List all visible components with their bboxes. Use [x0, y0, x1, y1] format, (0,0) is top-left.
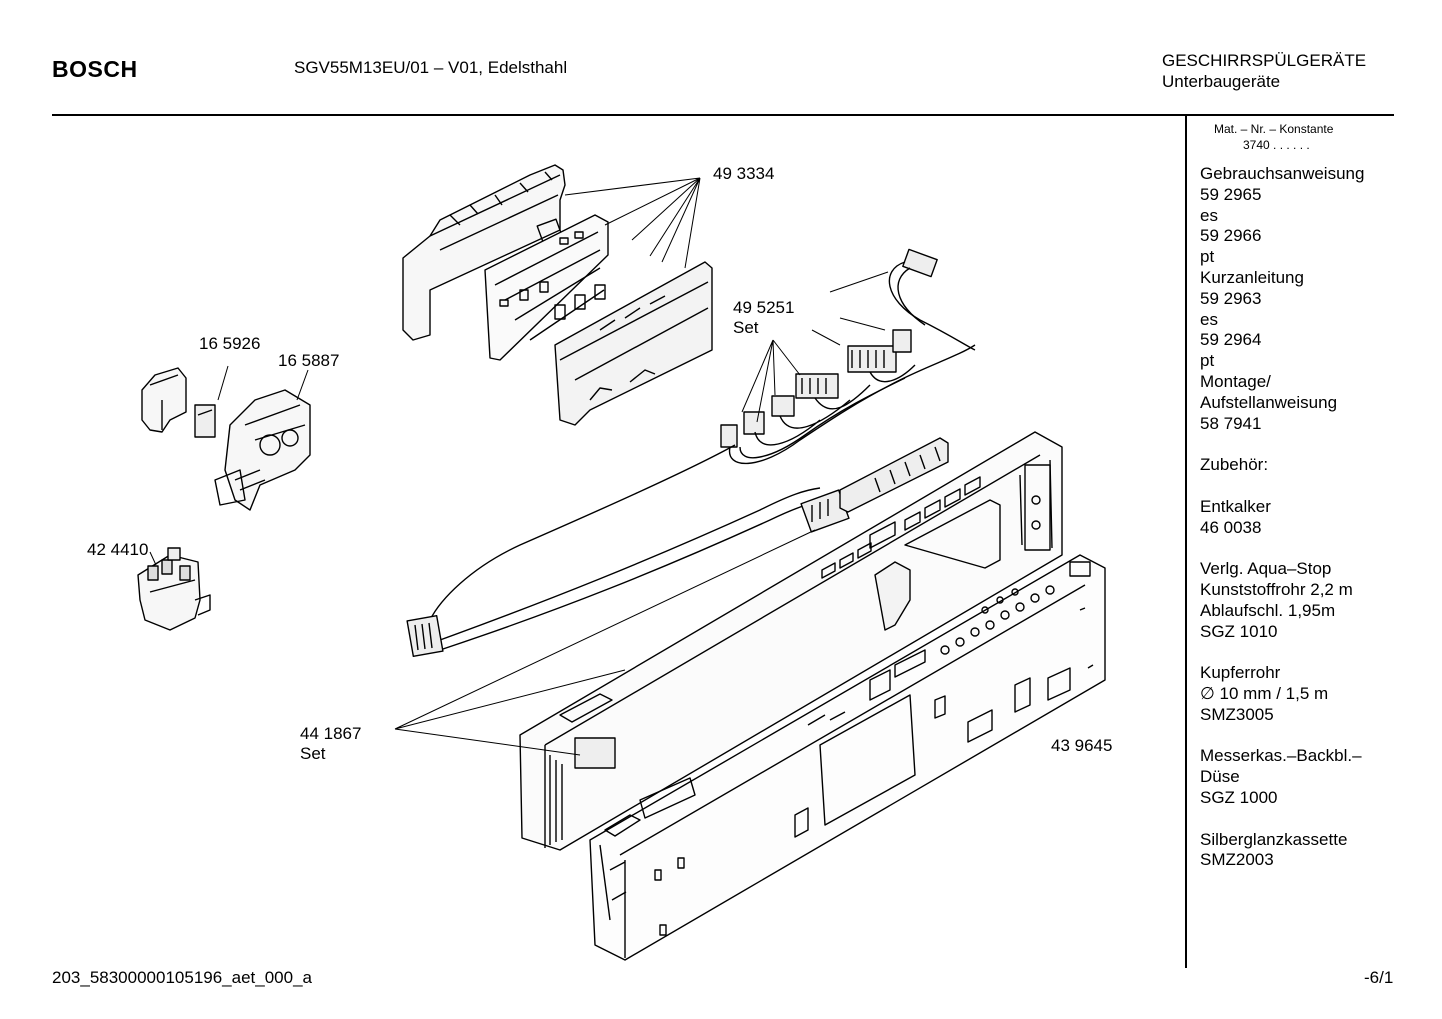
accessory-line: Verlg. Aqua–Stop	[1200, 559, 1332, 579]
display-module	[839, 437, 949, 513]
accessory-line: pt	[1200, 351, 1215, 371]
control-panel-frame	[519, 431, 1063, 851]
label-495251-set: Set	[733, 318, 759, 337]
mat-number-value: 3740 . . . . . .	[1243, 138, 1310, 152]
leader-lines	[149, 177, 889, 756]
accessory-line: SGZ 1000	[1200, 787, 1278, 807]
page-number: -6/1	[1364, 968, 1394, 987]
accessory-line: pt	[1200, 247, 1215, 267]
header-rule	[52, 114, 1394, 116]
label-441867: 44 1867	[300, 724, 362, 743]
accessory-line: 58 7941	[1200, 413, 1262, 433]
accessory-line	[1200, 538, 1364, 559]
accessory-line: Entkalker	[1200, 496, 1271, 516]
wiring-harness	[720, 248, 976, 465]
category-subtitle: Unterbaugeräte	[1162, 72, 1281, 91]
accessory-line	[1200, 434, 1364, 455]
accessory-line	[1200, 476, 1364, 497]
accessory-line	[1200, 726, 1364, 747]
accessory-line: SMZ2003	[1200, 850, 1274, 870]
model-title: SGV55M13EU/01 – V01, Edelsthahl	[294, 58, 568, 77]
sidebar-rule	[1185, 116, 1187, 968]
accessory-line: Silberglanzkassette	[1200, 829, 1348, 849]
mat-number-header: Mat. – Nr. – Konstante	[1214, 122, 1334, 136]
accessory-line: 59 2966	[1200, 226, 1262, 246]
lower-panel	[589, 554, 1106, 961]
accessory-line: Kupferrohr	[1200, 663, 1281, 683]
accessory-line: es	[1200, 205, 1218, 225]
accessory-line: 46 0038	[1200, 517, 1262, 537]
accessory-line: Aufstellanweisung	[1200, 392, 1338, 412]
accessory-line: 59 2964	[1200, 330, 1262, 350]
accessory-line: Kurzanleitung	[1200, 267, 1304, 287]
label-495251: 49 5251	[733, 298, 795, 317]
accessory-line: ∅ 10 mm / 1,5 m	[1200, 683, 1329, 703]
exploded-parts-drawing	[137, 164, 1106, 961]
accessory-line: Zubehör:	[1200, 455, 1269, 475]
label-424410: 42 4410	[87, 540, 149, 559]
part-165887	[214, 389, 311, 511]
accessory-line: SMZ3005	[1200, 704, 1274, 724]
document-id: 203_58300000105196_aet_000_a	[52, 968, 312, 987]
brand-logo: BOSCH	[52, 56, 138, 82]
accessory-line: Ablaufschl. 1,95m	[1200, 600, 1336, 620]
accessory-line: Messerkas.–Backbl.–	[1200, 746, 1362, 766]
accessory-line: Düse	[1200, 767, 1240, 787]
label-165926: 16 5926	[199, 334, 261, 353]
accessory-line: Kunststoffrohr 2,2 m	[1200, 579, 1353, 599]
label-165887: 16 5887	[278, 351, 340, 370]
label-439645: 43 9645	[1051, 736, 1113, 755]
accessory-line	[1200, 642, 1364, 663]
part-165926	[141, 367, 216, 438]
accessory-line: es	[1200, 309, 1218, 329]
accessory-line: 59 2963	[1200, 288, 1262, 308]
accessory-line: SGZ 1010	[1200, 621, 1278, 641]
part-424410	[137, 547, 211, 631]
control-module-assembly	[402, 164, 713, 426]
accessory-line: Gebrauchsanweisung	[1200, 164, 1365, 183]
accessory-line: Montage/	[1200, 371, 1271, 391]
label-493334: 49 3334	[713, 164, 775, 183]
accessory-line: 59 2965	[1200, 184, 1262, 204]
label-441867-set: Set	[300, 744, 326, 763]
category-title: GESCHIRRSPÜLGERÄTE	[1162, 51, 1367, 70]
display-cable	[406, 444, 850, 658]
accessory-line	[1200, 809, 1364, 830]
